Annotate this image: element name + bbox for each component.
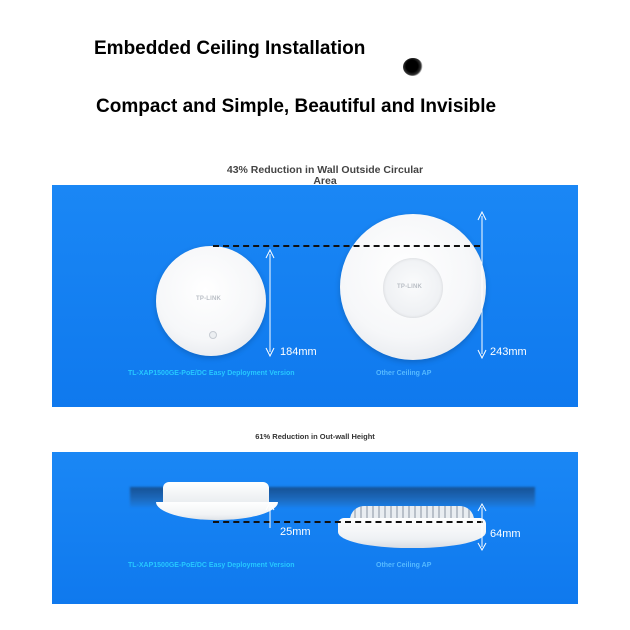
ap-logo-right: TP-LINK xyxy=(397,284,423,290)
right-diameter-label: 243mm xyxy=(490,346,527,358)
left-height-label: 25mm xyxy=(280,526,311,538)
bottom-reference-line xyxy=(213,521,483,523)
page-title: Embedded Ceiling Installation xyxy=(94,38,366,59)
area-comparison-panel xyxy=(52,185,578,407)
other-ap-side-body xyxy=(338,518,486,548)
easy-deploy-model-label-bottom: TL-XAP1500GE-PoE/DC Easy Deployment Vers… xyxy=(128,562,295,569)
top-reference-line xyxy=(213,245,480,247)
other-ap-label: Other Ceiling AP xyxy=(376,370,432,377)
height-arrow-left-icon xyxy=(265,248,275,358)
ap-logo-left: TP-LINK xyxy=(196,296,222,302)
area-reduction-caption: 43% Reduction in Wall Outside Circular A… xyxy=(226,164,424,187)
other-ap-side-vents xyxy=(350,506,474,520)
easy-deploy-ap-side-body xyxy=(163,482,269,504)
other-ap-label-bottom: Other Ceiling AP xyxy=(376,562,432,569)
page-subtitle: Compact and Simple, Beautiful and Invisi… xyxy=(96,96,497,117)
ink-blot xyxy=(403,58,423,76)
right-height-label: 64mm xyxy=(490,528,521,540)
height-comparison-panel xyxy=(52,452,578,604)
status-led-icon xyxy=(209,331,217,339)
other-ap-logo-ring xyxy=(383,258,443,318)
easy-deploy-model-label: TL-XAP1500GE-PoE/DC Easy Deployment Vers… xyxy=(128,370,295,377)
left-diameter-label: 184mm xyxy=(280,346,317,358)
height-arrow-small-right-icon xyxy=(477,502,487,552)
height-reduction-caption: 61% Reduction in Out-wall Height xyxy=(255,432,375,441)
height-arrow-right-icon xyxy=(477,210,487,360)
height-arrow-small-left-icon xyxy=(265,502,275,528)
easy-deploy-ap-side-plate xyxy=(156,502,278,520)
